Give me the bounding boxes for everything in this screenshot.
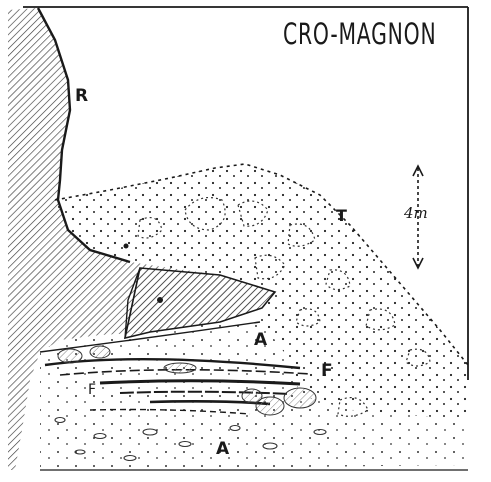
label-layer-f-right: F (321, 363, 333, 380)
label-layer-a-lower: A (216, 441, 229, 458)
label-talus: T (336, 208, 347, 224)
scale-label: 4m (404, 206, 428, 221)
label-layer-a-upper: A (254, 332, 267, 349)
label-rock: R (75, 88, 88, 105)
block-marker (157, 297, 163, 303)
diagram-title: CRO-MAGNON (283, 20, 436, 49)
label-layer-f-left: F (88, 383, 96, 397)
